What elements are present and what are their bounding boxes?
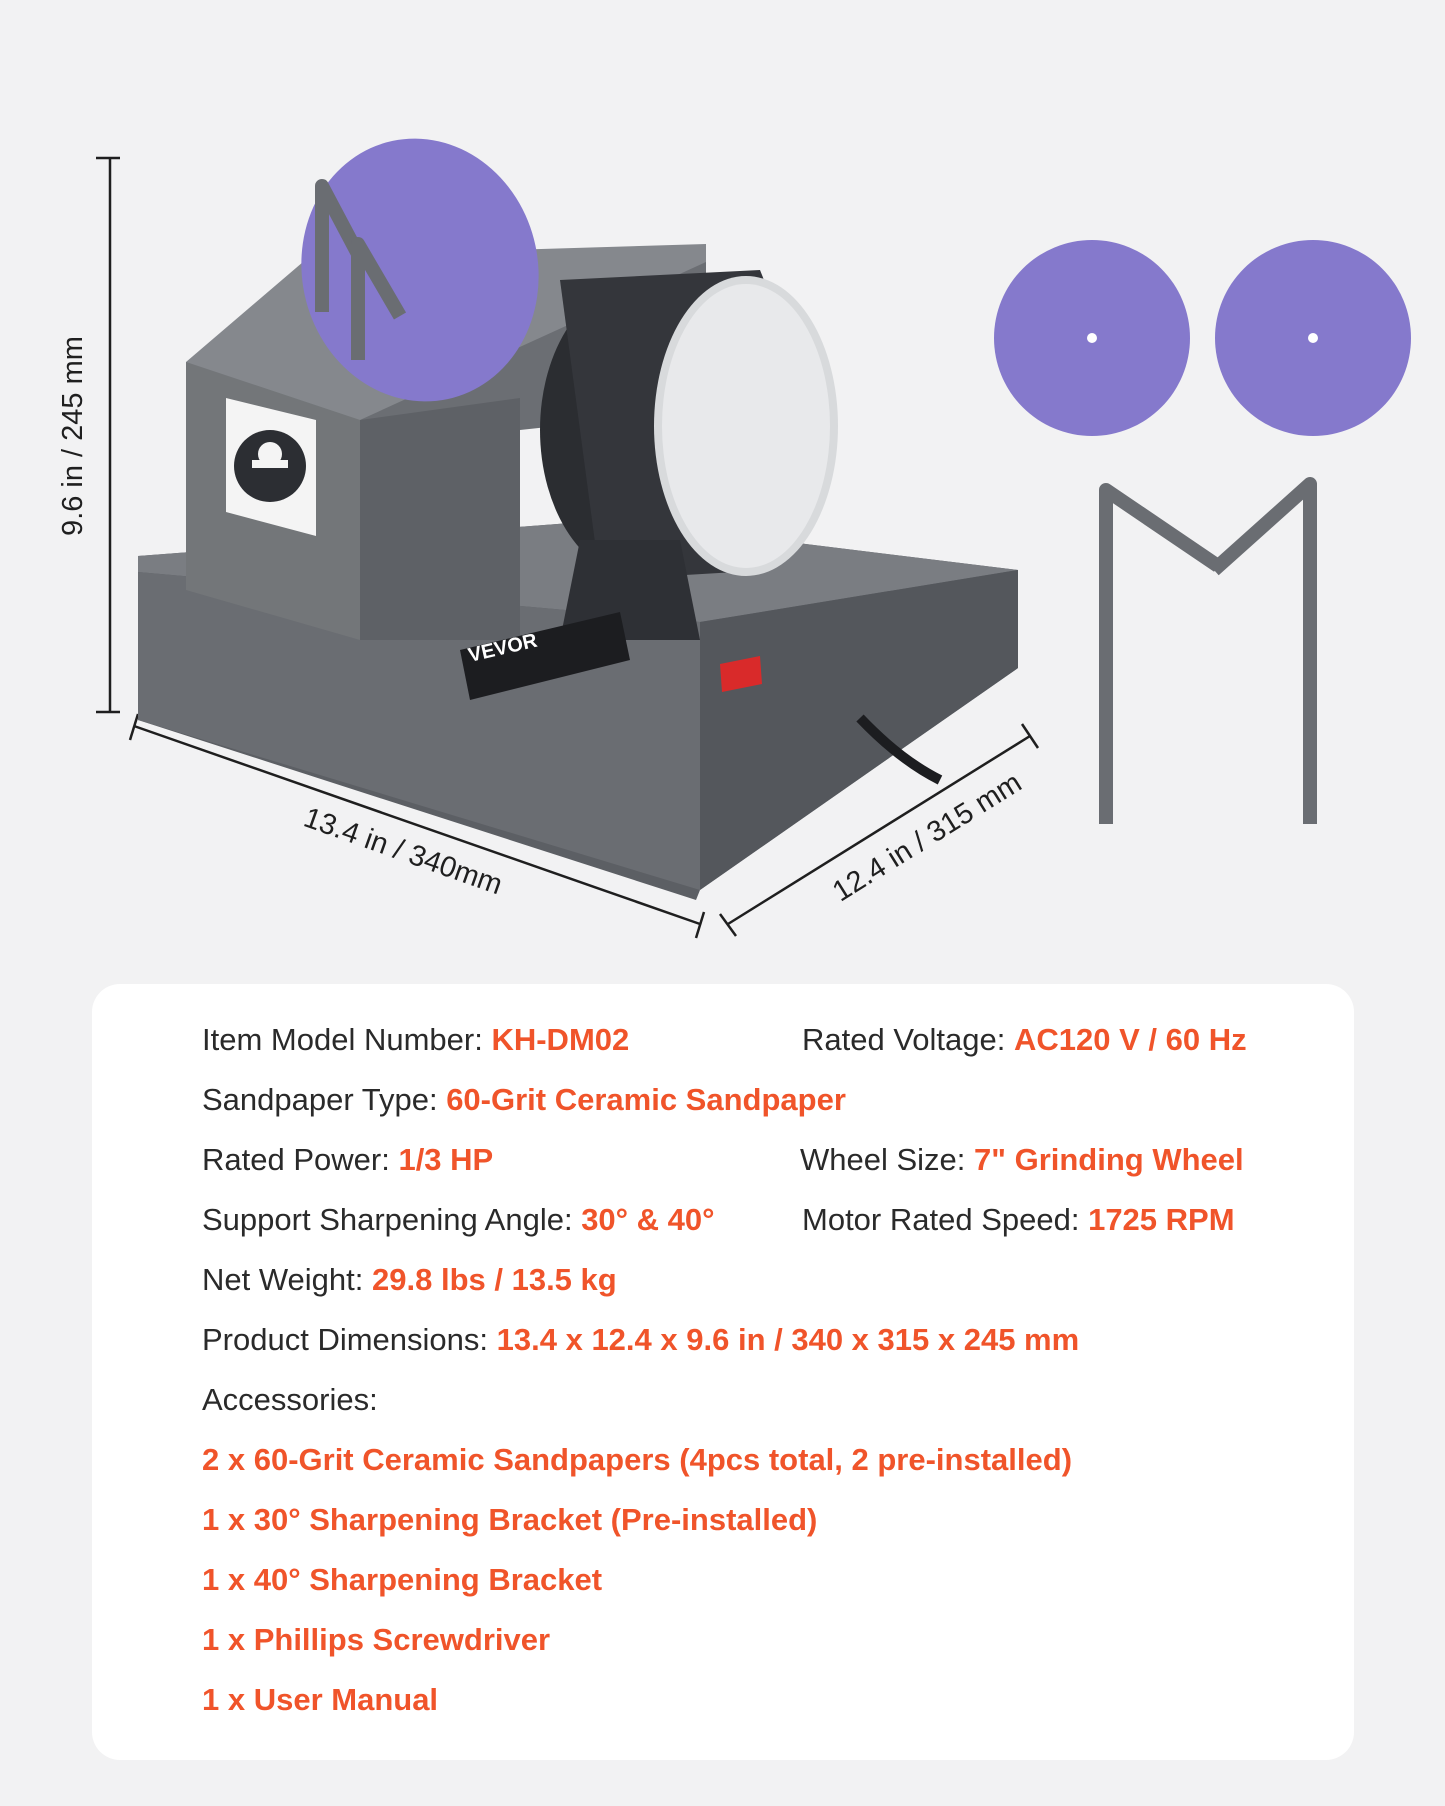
- spec-angle-label: Support Sharpening Angle:: [202, 1202, 573, 1237]
- spec-angle-value: 30° & 40°: [581, 1202, 715, 1237]
- depth-dimension-label: 12.4 in / 315 mm: [827, 767, 1027, 909]
- spec-wheel-value: 7" Grinding Wheel: [974, 1142, 1244, 1177]
- spec-angle: Support Sharpening Angle: 30° & 40°: [202, 1200, 715, 1240]
- height-dimension: [96, 156, 120, 714]
- width-dimension: [128, 713, 706, 939]
- spec-wheel-label: Wheel Size:: [800, 1142, 966, 1177]
- accessory-item: 1 x 30° Sharpening Bracket (Pre-installe…: [202, 1502, 818, 1537]
- spec-speed: Motor Rated Speed: 1725 RPM: [802, 1200, 1235, 1240]
- spec-card: Item Model Number: KH-DM02 Rated Voltage…: [92, 984, 1354, 1760]
- spec-voltage: Rated Voltage: AC120 V / 60 Hz: [802, 1020, 1247, 1060]
- accessory-bracket: [1099, 477, 1317, 824]
- product-illustration: 9.6 in / 245 mm 13.4 in / 340mm 12.4 in …: [57, 138, 1411, 939]
- spec-wheel: Wheel Size: 7" Grinding Wheel: [800, 1140, 1244, 1180]
- accessory-sandpaper-disc: [1215, 240, 1411, 436]
- brand-label-plate: VEVOR: [460, 612, 630, 700]
- accessory-sandpaper-disc: [994, 240, 1190, 436]
- spec-weight-value: 29.8 lbs / 13.5 kg: [372, 1262, 617, 1297]
- accessory-item: 1 x User Manual: [202, 1682, 439, 1717]
- spec-speed-value: 1725 RPM: [1088, 1202, 1235, 1237]
- spec-dimensions: Product Dimensions: 13.4 x 12.4 x 9.6 in…: [202, 1320, 1079, 1360]
- spec-model-label: Item Model Number:: [202, 1022, 483, 1057]
- power-cord: [856, 714, 943, 785]
- accessory-item: 2 x 60-Grit Ceramic Sandpapers (4pcs tot…: [202, 1442, 1073, 1477]
- spec-voltage-label: Rated Voltage:: [802, 1022, 1006, 1057]
- spec-sandpaper: Sandpaper Type: 60-Grit Ceramic Sandpape…: [202, 1080, 846, 1120]
- height-dimension-label: 9.6 in / 245 mm: [57, 336, 89, 536]
- spec-sandpaper-value: 60-Grit Ceramic Sandpaper: [446, 1082, 846, 1117]
- spec-model-value: KH-DM02: [491, 1022, 630, 1057]
- spec-speed-label: Motor Rated Speed:: [802, 1202, 1080, 1237]
- spec-weight: Net Weight: 29.8 lbs / 13.5 kg: [202, 1260, 617, 1300]
- accessory-item: 1 x 40° Sharpening Bracket: [202, 1562, 603, 1597]
- motor: [540, 270, 838, 640]
- safety-goggles-icon: [226, 398, 316, 536]
- spec-dimensions-value: 13.4 x 12.4 x 9.6 in / 340 x 315 x 245 m…: [496, 1322, 1080, 1357]
- power-switch: [720, 656, 762, 692]
- sharpening-bracket: [315, 179, 407, 360]
- accessory-item: 1 x Phillips Screwdriver: [202, 1622, 551, 1657]
- spec-weight-label: Net Weight:: [202, 1262, 364, 1297]
- spec-sandpaper-label: Sandpaper Type:: [202, 1082, 438, 1117]
- depth-dimension: [718, 723, 1040, 937]
- spec-power-label: Rated Power:: [202, 1142, 390, 1177]
- spec-accessories-heading: Accessories:: [202, 1382, 378, 1417]
- spec-power: Rated Power: 1/3 HP: [202, 1140, 493, 1180]
- spec-power-value: 1/3 HP: [398, 1142, 494, 1177]
- spec-dimensions-label: Product Dimensions:: [202, 1322, 489, 1357]
- spec-voltage-value: AC120 V / 60 Hz: [1014, 1022, 1247, 1057]
- spec-model: Item Model Number: KH-DM02: [202, 1020, 629, 1060]
